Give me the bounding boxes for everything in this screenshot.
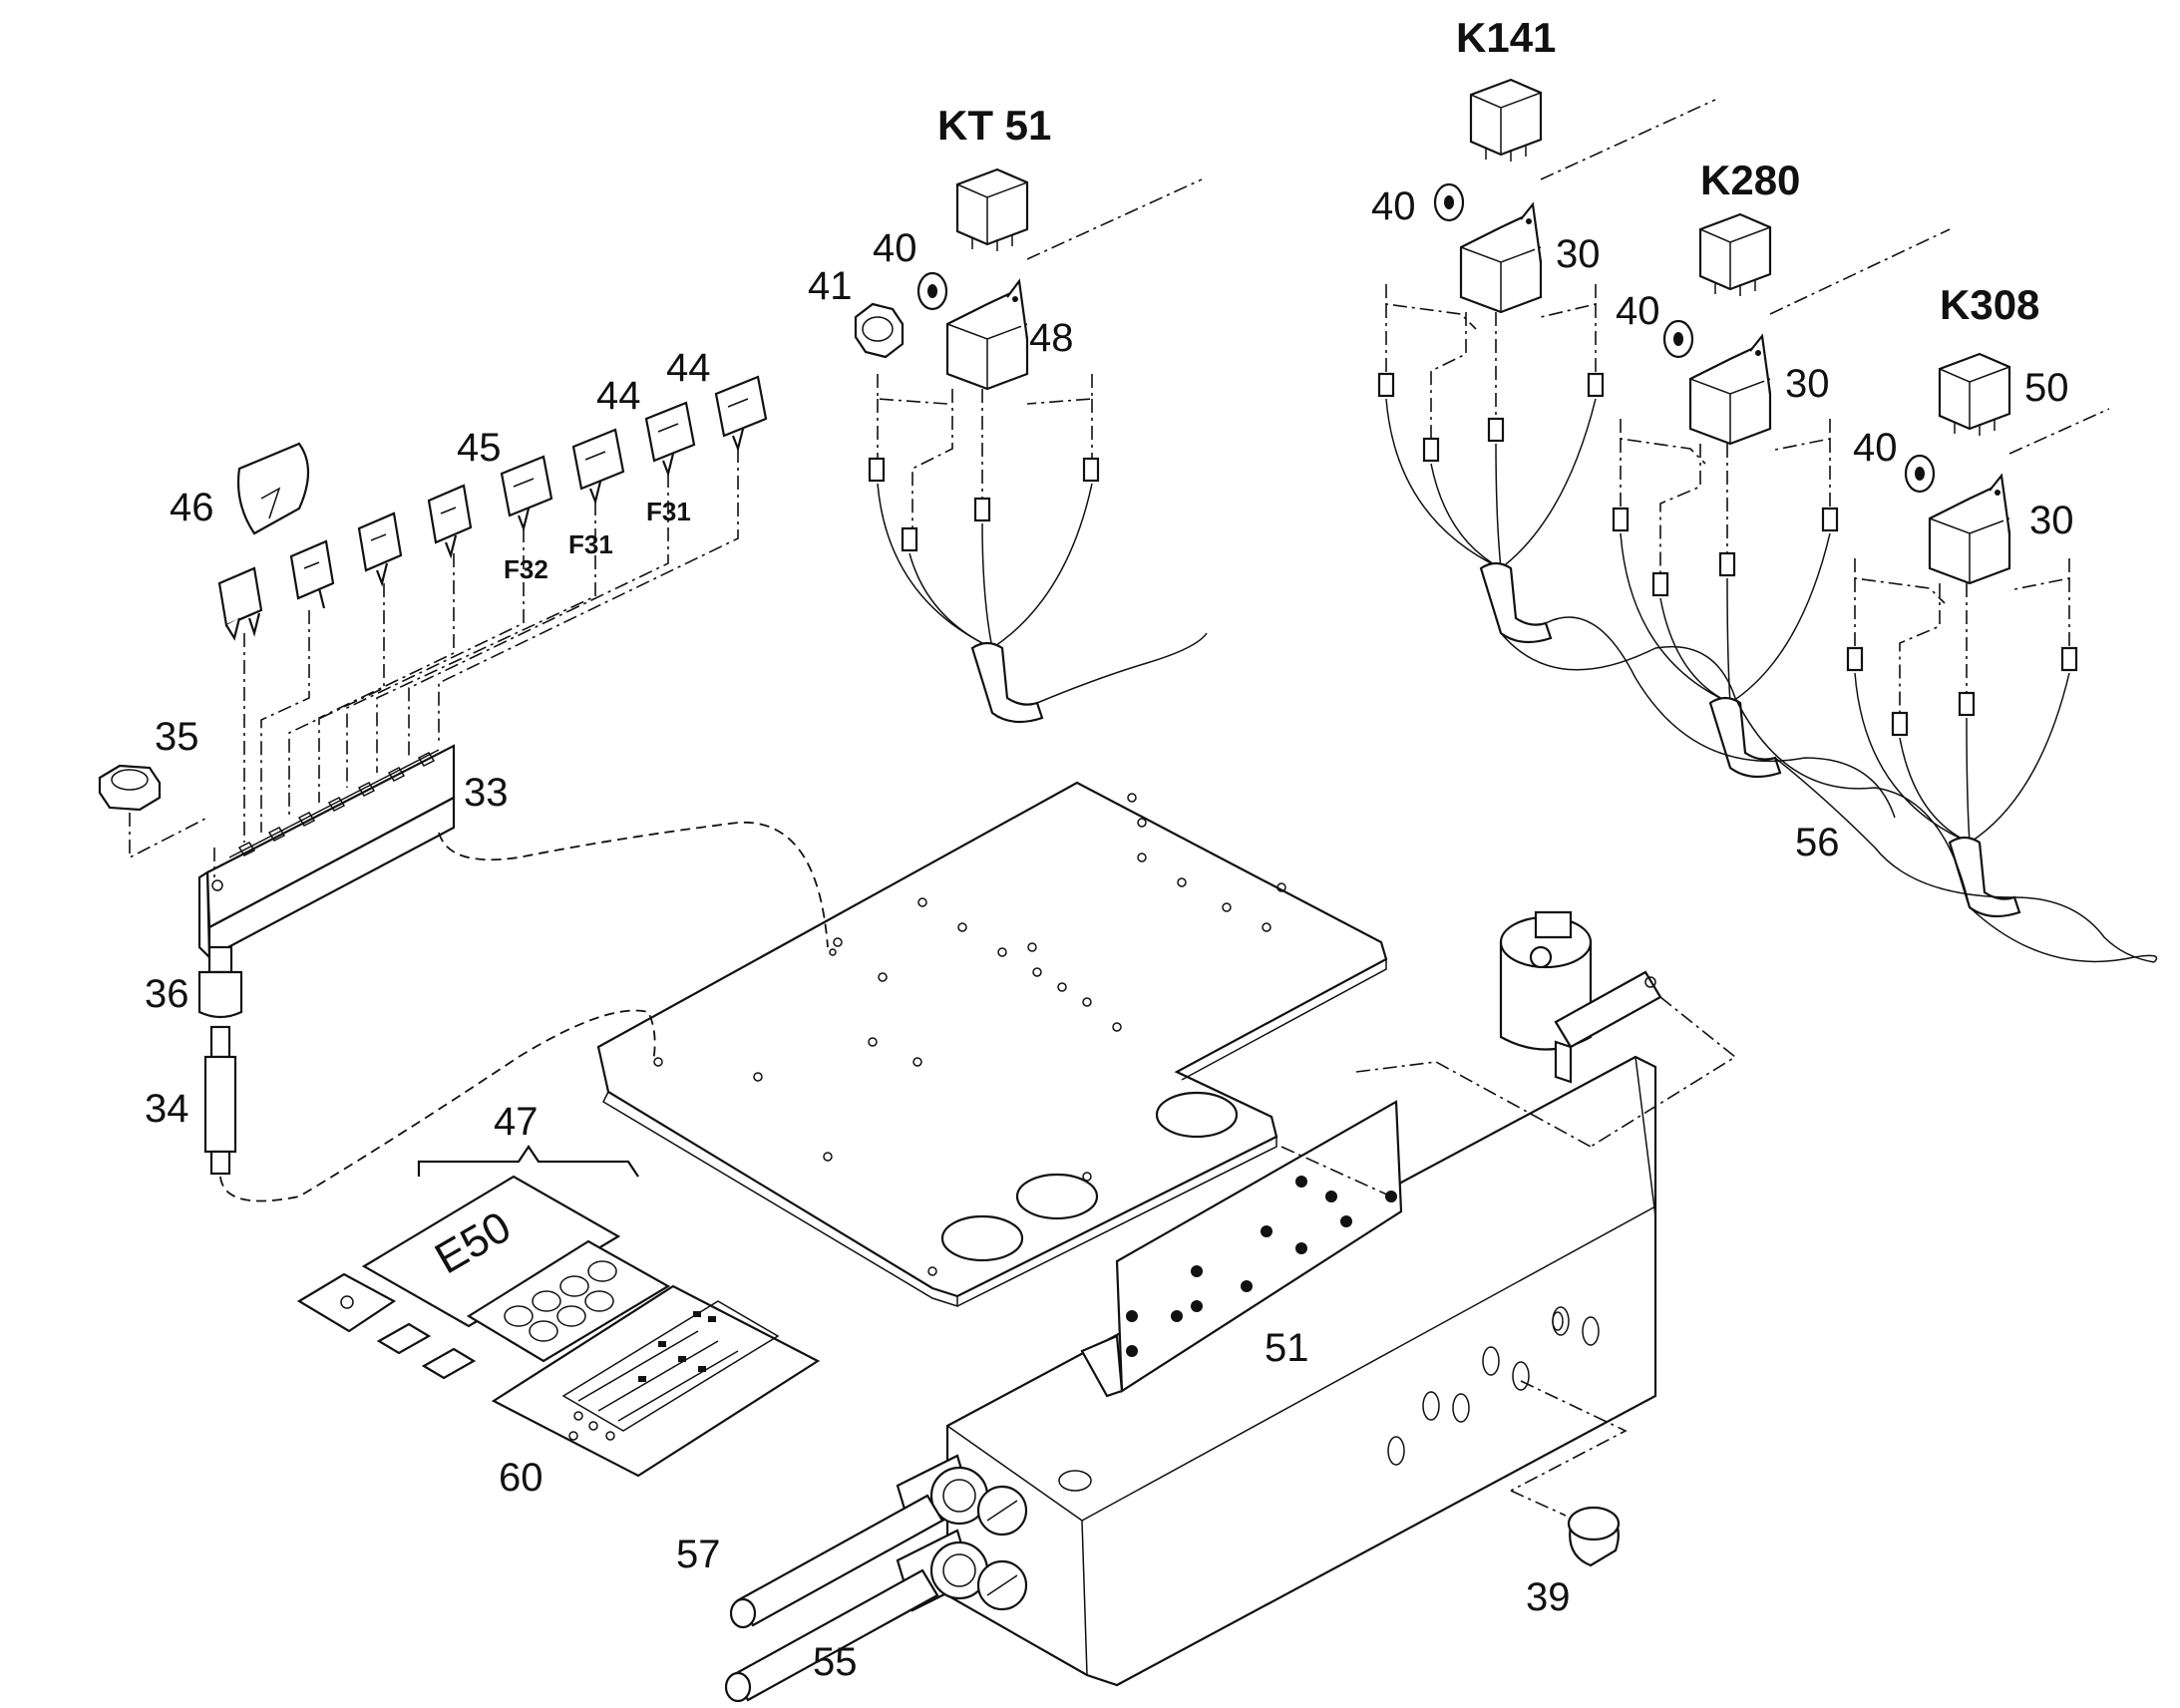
callout-f31-a: F31 xyxy=(568,529,613,559)
fuse-1 xyxy=(217,566,263,641)
fuse-f31-a xyxy=(571,428,625,506)
washer-40-kt51 xyxy=(916,271,948,311)
decal-tag-2 xyxy=(421,1347,477,1380)
fuse-f31-b xyxy=(644,401,696,478)
callout-33: 33 xyxy=(464,771,509,815)
cable-gland-55 xyxy=(724,1529,989,1703)
label-bracket-47 xyxy=(417,1145,639,1178)
callout-30-k280: 30 xyxy=(1785,362,1830,406)
wiring-k141 xyxy=(1377,99,1716,644)
callout-40-k141: 40 xyxy=(1371,184,1416,228)
fuse-2 xyxy=(289,539,335,609)
fuse-leaders xyxy=(243,449,739,843)
hole-plug-39 xyxy=(1567,1506,1621,1567)
callout-35: 35 xyxy=(155,715,199,759)
callout-55: 55 xyxy=(813,1640,858,1684)
callout-34: 34 xyxy=(145,1087,189,1131)
solenoid-component xyxy=(1499,910,1662,1084)
callout-56: 56 xyxy=(1795,821,1840,864)
callout-60: 60 xyxy=(499,1456,544,1500)
nut-35 xyxy=(98,764,162,812)
blanking-plugs xyxy=(976,1485,1028,1611)
callout-k308: K308 xyxy=(1940,281,2039,328)
mounting-plate xyxy=(596,781,1388,1308)
standoff-34 xyxy=(203,1025,237,1176)
callout-46: 46 xyxy=(170,486,214,529)
callout-k280: K280 xyxy=(1700,157,1800,203)
callout-44-b: 44 xyxy=(666,346,711,390)
wiring-k280 xyxy=(1612,228,1951,779)
callout-40-k308: 40 xyxy=(1853,426,1898,470)
callout-k141: K141 xyxy=(1456,14,1556,61)
callout-51: 51 xyxy=(1265,1326,1309,1370)
relay-kt51 xyxy=(955,168,1029,251)
washer-40-k280 xyxy=(1662,319,1694,359)
callout-f31-b: F31 xyxy=(646,497,691,526)
spacer-36 xyxy=(197,945,243,1019)
fuse-4 xyxy=(427,484,473,559)
fuse-3 xyxy=(357,512,403,587)
decal-circuit-60 xyxy=(491,1284,821,1478)
callout-kt51: KT 51 xyxy=(937,102,1051,149)
cable-gland-57 xyxy=(729,1454,989,1629)
relay-k141 xyxy=(1469,78,1543,162)
decal-small-square xyxy=(296,1272,397,1333)
box-leaders xyxy=(1280,996,1737,1517)
relay-socket-30-k308 xyxy=(1928,473,2011,585)
callout-36: 36 xyxy=(145,972,189,1016)
washer-40-k141 xyxy=(1433,182,1465,222)
relay-k280 xyxy=(1698,212,1772,296)
callout-47: 47 xyxy=(494,1100,539,1144)
enclosure-box xyxy=(724,1055,1657,1703)
relay-k308 xyxy=(1938,352,2011,436)
washer-40-k308 xyxy=(1904,454,1936,494)
callout-40-kt51: 40 xyxy=(873,226,917,270)
wiring-k308 xyxy=(1846,408,2110,918)
fuse-puller-46 xyxy=(236,442,309,535)
terminal-block-33 xyxy=(197,744,456,960)
nut-41 xyxy=(854,302,905,359)
relay-socket-30-k280 xyxy=(1688,333,1772,446)
fuse-f32 xyxy=(500,455,553,532)
callout-f32: F32 xyxy=(504,554,548,584)
callout-30-k141: 30 xyxy=(1556,232,1601,276)
callout-45: 45 xyxy=(457,426,502,470)
callout-40-k280: 40 xyxy=(1616,289,1660,333)
callout-57: 57 xyxy=(676,1533,721,1576)
callout-labels: KT 51 K141 K280 K308 30 30 30 33 34 35 3… xyxy=(145,14,2074,1684)
decal-circles xyxy=(466,1239,671,1363)
mounting-leaders xyxy=(129,813,829,1202)
callout-48: 48 xyxy=(1029,316,1074,360)
callout-44-a: 44 xyxy=(596,374,641,418)
callout-41: 41 xyxy=(808,264,853,308)
wiring-kt51 xyxy=(868,178,1208,724)
callout-30-k308: 30 xyxy=(2029,499,2074,542)
callout-39: 39 xyxy=(1526,1575,1571,1619)
decal-tag-1 xyxy=(376,1322,432,1355)
relay-socket-48 xyxy=(945,278,1029,391)
relay-socket-30-k141 xyxy=(1459,201,1543,314)
fuse-blank xyxy=(714,375,768,453)
harness-56 xyxy=(1500,616,2158,963)
callout-50: 50 xyxy=(2024,366,2069,410)
